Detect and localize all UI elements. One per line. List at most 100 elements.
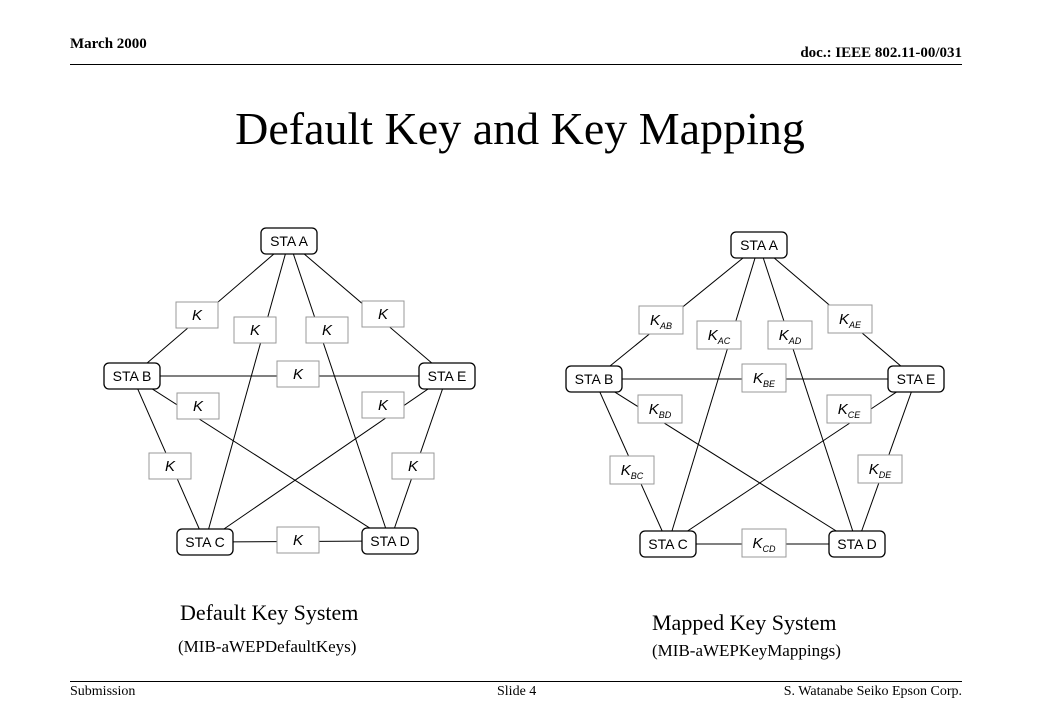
edge-ce [667,378,917,545]
key-main: K [869,461,880,478]
node-box [260,227,318,255]
key-label-ab: K [175,301,219,329]
key-label-de: K [391,452,435,480]
key-label-ad: K [305,316,349,344]
key-subscript: AC [717,336,731,346]
node-box [565,365,623,393]
key-box [827,304,873,334]
key-box [276,526,320,554]
key-box [696,320,742,350]
node-box [176,528,234,556]
key-text: K [293,366,304,383]
key-main: K [708,327,719,344]
left-diagram-nodes: STA A STA B STA C STA D STA E [103,227,476,556]
key-subscript: AE [848,320,862,330]
key-label-ce: KCE [826,394,872,424]
key-main: K [838,401,849,418]
key-box [176,392,220,420]
node-sta-e: STA E [418,362,476,390]
key-main: K [378,306,389,323]
key-box [148,452,192,480]
slide-title: Default Key and Key Mapping [235,103,805,154]
key-text: KAE [839,311,862,330]
node-label: STA C [185,534,224,550]
node-label: STA B [113,368,152,384]
key-box [233,316,277,344]
node-sta-d: STA D [828,530,886,558]
key-label-cd: K [276,526,320,554]
footer-rule [70,681,962,682]
key-text: KBE [753,370,776,389]
left-caption: Default Key System [180,600,359,625]
node-box [828,530,886,558]
key-text: KBC [621,462,644,481]
key-main: K [408,458,419,475]
edge-ad [288,240,391,542]
key-box [391,452,435,480]
key-box [637,394,683,424]
key-text: K [378,306,389,323]
key-label-bd: KBD [637,394,683,424]
key-label-bc: K [148,452,192,480]
key-label-ce: K [361,391,405,419]
edge-bd [131,375,391,542]
key-main: K [293,532,304,549]
left-subcaption: (MIB-aWEPDefaultKeys) [178,637,357,656]
key-main: K [293,366,304,383]
key-main: K [839,311,850,328]
right-diagram-nodes: STA A STA B STA C STA D STA E [565,231,945,558]
node-label: STA A [270,233,309,249]
key-text: KAC [708,327,731,346]
node-sta-e: STA E [887,365,945,393]
key-main: K [752,535,763,552]
right-caption: Mapped Key System [652,610,837,635]
key-label-de: KDE [857,454,903,484]
key-box [276,360,320,388]
key-text: KCE [838,401,862,420]
node-box [639,530,697,558]
node-label: STA E [428,368,467,384]
key-text: K [408,458,419,475]
key-subscript: BC [631,471,644,481]
key-subscript: AB [659,321,672,331]
node-sta-b: STA B [565,365,623,393]
node-label: STA E [897,371,936,387]
key-main: K [165,458,176,475]
key-subscript: CE [848,410,861,420]
node-box [730,231,788,259]
key-label-ae: K [361,300,405,328]
header-doc-id: doc.: IEEE 802.11-00/031 [800,45,962,61]
node-sta-c: STA C [639,530,697,558]
key-text: KBD [649,401,672,420]
node-sta-b: STA B [103,362,161,390]
key-main: K [753,370,764,387]
key-box [826,394,872,424]
key-text: K [250,322,261,339]
right-subcaption: (MIB-aWEPKeyMappings) [652,641,841,660]
key-text: K [322,322,333,339]
key-text: K [193,398,204,415]
edge-ac [204,240,290,543]
key-main: K [193,398,204,415]
key-box [175,301,219,329]
node-sta-d: STA D [361,527,419,555]
key-label-be: KBE [741,363,787,393]
key-main: K [650,312,661,329]
header-rule [70,64,962,65]
edge-ad [758,244,858,545]
key-main: K [192,307,203,324]
key-text: K [192,307,203,324]
key-main: K [322,322,333,339]
key-label-ac: KAC [696,320,742,350]
node-box [887,365,945,393]
node-box [418,362,476,390]
key-label-bc: KBC [609,455,655,485]
node-label: STA B [575,371,614,387]
node-label: STA A [740,237,779,253]
node-label: STA D [370,533,409,549]
key-label-ad: KAD [767,320,813,350]
node-sta-a: STA A [730,231,788,259]
key-label-ae: KAE [827,304,873,334]
key-box [361,391,405,419]
